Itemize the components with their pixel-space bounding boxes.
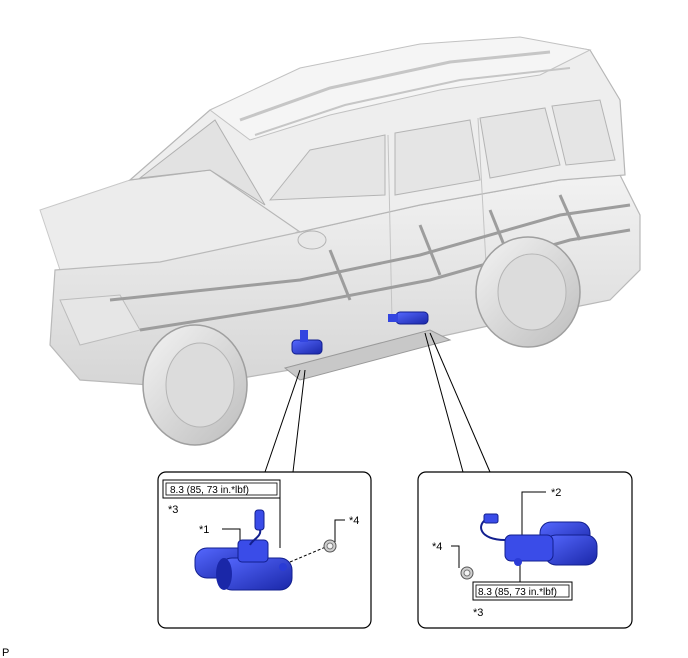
vehicle-window xyxy=(268,134,386,201)
door-line xyxy=(387,134,393,321)
height-control-sensor-right xyxy=(480,513,598,566)
detail-box-left: 8.3 (85, 73 in.*lbf) *3 *1 *4 xyxy=(157,471,372,629)
height-control-sensor-left xyxy=(194,509,293,591)
callout-left-4: *4 xyxy=(349,515,359,527)
detail-box-right: *2 *4 *3 8.3 (85, 73 in.*lbf) xyxy=(417,471,633,629)
rear-wheel-hub xyxy=(497,253,567,331)
vehicle-windshield xyxy=(138,119,266,206)
leader-lines xyxy=(264,332,491,473)
callout-right-2: *2 xyxy=(551,487,561,499)
vehicle-roof xyxy=(209,36,592,141)
height-sensor-rear-on-vehicle xyxy=(388,311,429,325)
torque-value-right: 8.3 (85, 73 in.*lbf) xyxy=(478,587,557,598)
vehicle-window xyxy=(479,107,561,179)
callout-right-3: *3 xyxy=(473,607,483,619)
roof-rail xyxy=(239,50,551,122)
callout-left-1: *1 xyxy=(199,524,209,536)
torque-spec-left: 8.3 (85, 73 in.*lbf) xyxy=(162,479,281,499)
side-mirror xyxy=(297,230,327,250)
nut-right xyxy=(460,566,474,580)
callout-right-4: *4 xyxy=(432,541,442,553)
vehicle-window xyxy=(551,99,616,166)
nut-left xyxy=(323,539,337,553)
roof-rail xyxy=(254,67,571,136)
corner-mark: P xyxy=(2,647,9,658)
vehicle-window xyxy=(394,119,481,196)
height-sensor-front-on-vehicle xyxy=(291,330,323,355)
vehicle-illustration xyxy=(39,36,641,446)
torque-value-left: 8.3 (85, 73 in.*lbf) xyxy=(170,485,249,496)
chassis-frame xyxy=(109,194,631,332)
torque-spec-right: 8.3 (85, 73 in.*lbf) xyxy=(472,581,573,601)
callout-left-3: *3 xyxy=(168,504,178,516)
front-wheel-hub xyxy=(165,342,235,428)
running-board xyxy=(283,329,452,381)
